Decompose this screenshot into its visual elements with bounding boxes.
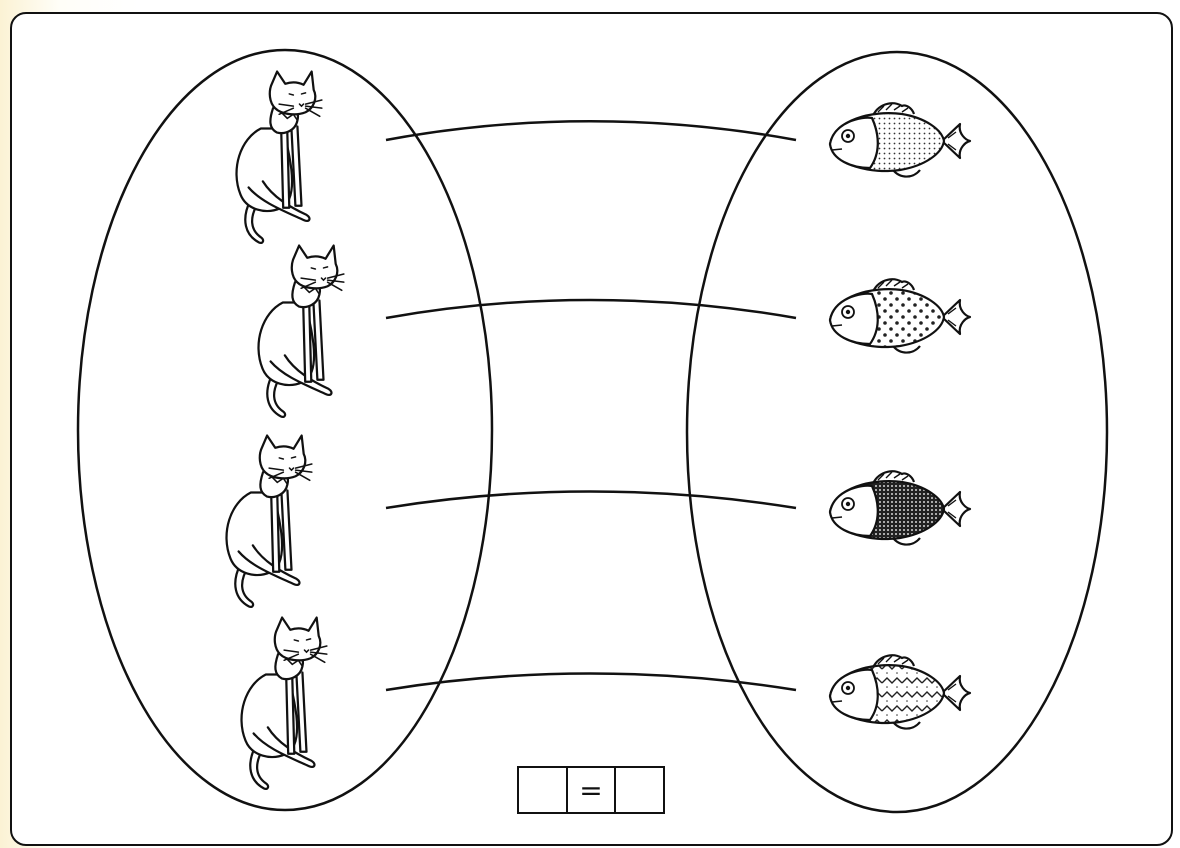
fish-icon	[830, 655, 970, 728]
fish-icon	[830, 279, 970, 352]
right-answer-box[interactable]	[616, 768, 663, 812]
equation-box: =	[517, 766, 665, 814]
matching-lines	[386, 121, 796, 690]
fish-icon	[830, 471, 970, 544]
match-line-1	[386, 121, 796, 140]
left-answer-box[interactable]	[519, 768, 568, 812]
cat-icon	[227, 436, 312, 607]
cat-icon	[237, 72, 322, 243]
cat-icon	[259, 246, 344, 417]
match-line-3	[386, 492, 796, 509]
equals-sign: =	[568, 768, 617, 812]
fish-icon	[830, 103, 970, 176]
cat-icon	[242, 618, 327, 789]
match-line-4	[386, 674, 796, 691]
match-line-2	[386, 300, 796, 318]
